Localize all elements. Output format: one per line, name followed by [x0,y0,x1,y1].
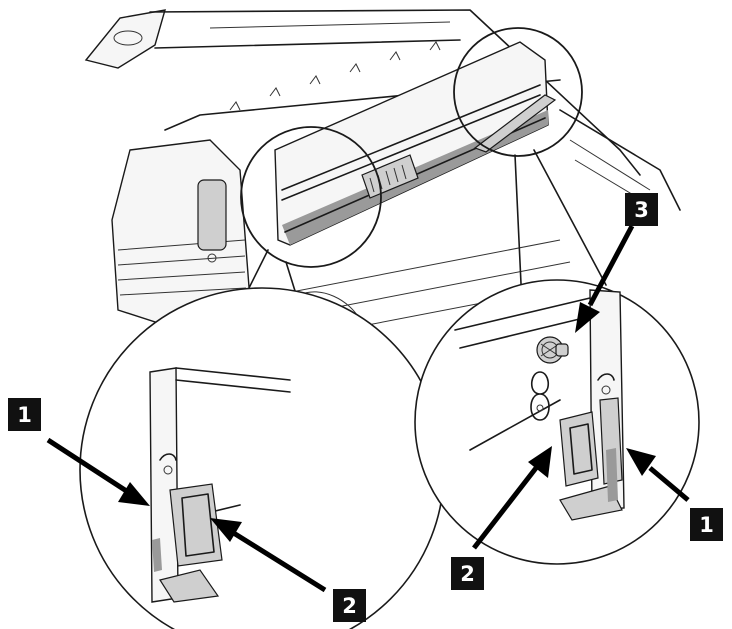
zoom-circle-right-source [453,27,583,157]
svg-text:2: 2 [460,562,475,586]
printer-illustration [84,9,681,357]
svg-text:1: 1 [17,403,32,427]
svg-text:3: 3 [634,198,649,222]
pointer-arrows [46,224,690,593]
callout-2-left: 2 [333,589,366,622]
callout-2-right: 2 [451,557,484,590]
ribbon-knob [536,336,569,364]
callout-1-right: 1 [690,508,723,541]
left-zoom-detail [79,287,445,629]
right-zoom-detail [414,279,700,565]
callout-1-left: 1 [8,398,41,431]
svg-text:1: 1 [699,513,714,537]
svg-text:2: 2 [342,594,357,618]
callout-3-right: 3 [625,193,658,226]
zoom-circle-left-source [240,126,382,268]
